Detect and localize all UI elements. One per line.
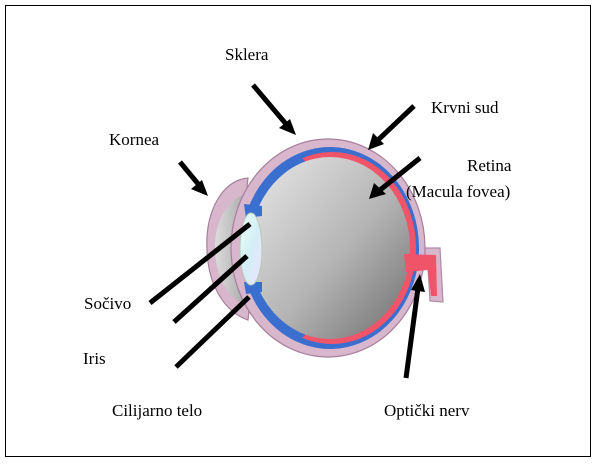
label-opticki-nerv: Optički nerv xyxy=(384,402,469,419)
label-sklera: Sklera xyxy=(225,46,268,63)
label-iris: Iris xyxy=(83,350,106,367)
label-cilijarno-telo: Cilijarno telo xyxy=(112,402,202,419)
label-krvni-sud: Krvni sud xyxy=(431,99,499,116)
label-socivo: Sočivo xyxy=(84,295,131,312)
sclera-arrow xyxy=(253,85,286,124)
label-macula: (Macula fovea) xyxy=(406,183,510,200)
label-retina: Retina xyxy=(467,157,511,174)
cornea-arrowhead xyxy=(191,180,208,196)
label-kornea: Kornea xyxy=(109,131,159,148)
lens-shape xyxy=(240,213,262,285)
cornea-arrow xyxy=(180,162,199,185)
blood-vessel-arrow xyxy=(378,106,414,140)
